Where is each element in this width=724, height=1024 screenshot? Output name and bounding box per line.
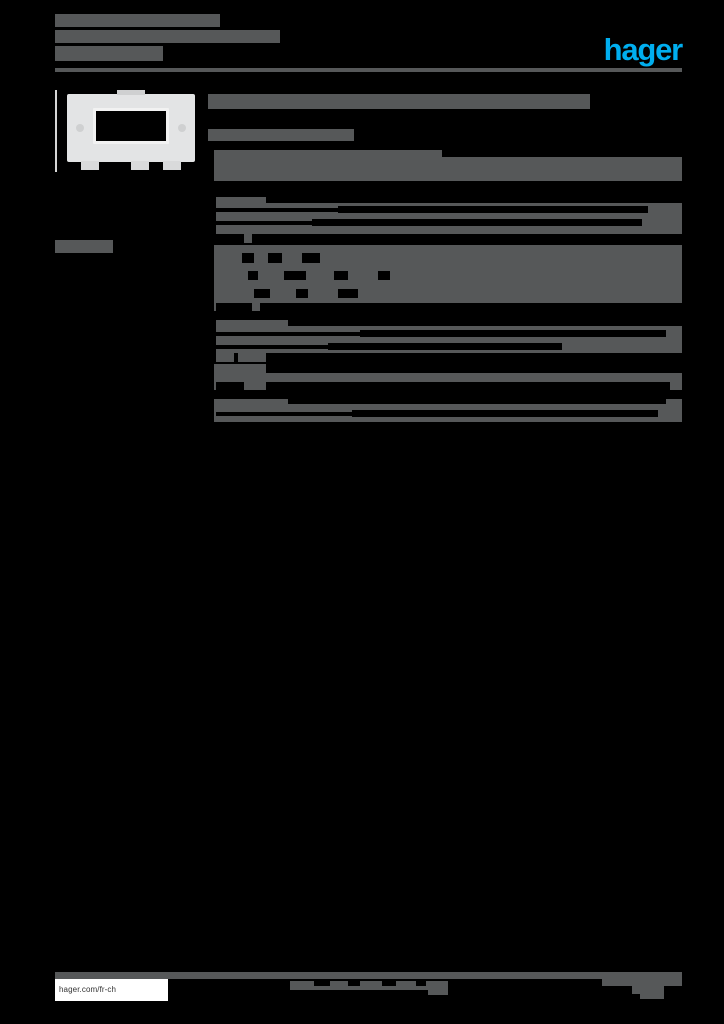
spec-group-4 [208, 320, 682, 362]
page-header: hager [55, 14, 684, 70]
footer-page-number [602, 979, 682, 999]
page-title [55, 14, 280, 64]
screw-hole-right-icon [178, 124, 186, 132]
frame-tab-1 [81, 161, 99, 170]
section-subtitle [208, 129, 354, 141]
spec-group-6 [208, 399, 682, 425]
product-caption [55, 240, 113, 253]
footer-divider [55, 972, 682, 979]
page-title-line-1 [55, 14, 220, 27]
spec-group-2 [208, 197, 682, 243]
product-photo [55, 88, 205, 178]
spec-group-1 [208, 150, 682, 188]
section-heading [208, 94, 590, 109]
spec-column [208, 88, 682, 425]
dimension-line-icon [55, 90, 57, 172]
header-divider [55, 68, 682, 72]
page-title-line-3 [55, 46, 163, 61]
mounting-frame-body [67, 90, 195, 170]
specification-table [208, 150, 682, 425]
frame-notch [117, 90, 145, 95]
frame-tab-2 [131, 161, 149, 170]
frame-aperture [93, 108, 169, 144]
screw-hole-left-icon [76, 124, 84, 132]
frame-tab-3 [163, 161, 181, 170]
footer-center-text [290, 981, 448, 995]
product-image-column [55, 88, 205, 178]
spec-group-3 [208, 245, 682, 311]
spec-group-5 [208, 364, 682, 390]
page-title-line-2 [55, 30, 280, 43]
page-footer: hager.com/fr-ch [0, 960, 724, 1024]
hager-logo: hager [603, 32, 684, 67]
footer-url[interactable]: hager.com/fr-ch [55, 979, 168, 1001]
